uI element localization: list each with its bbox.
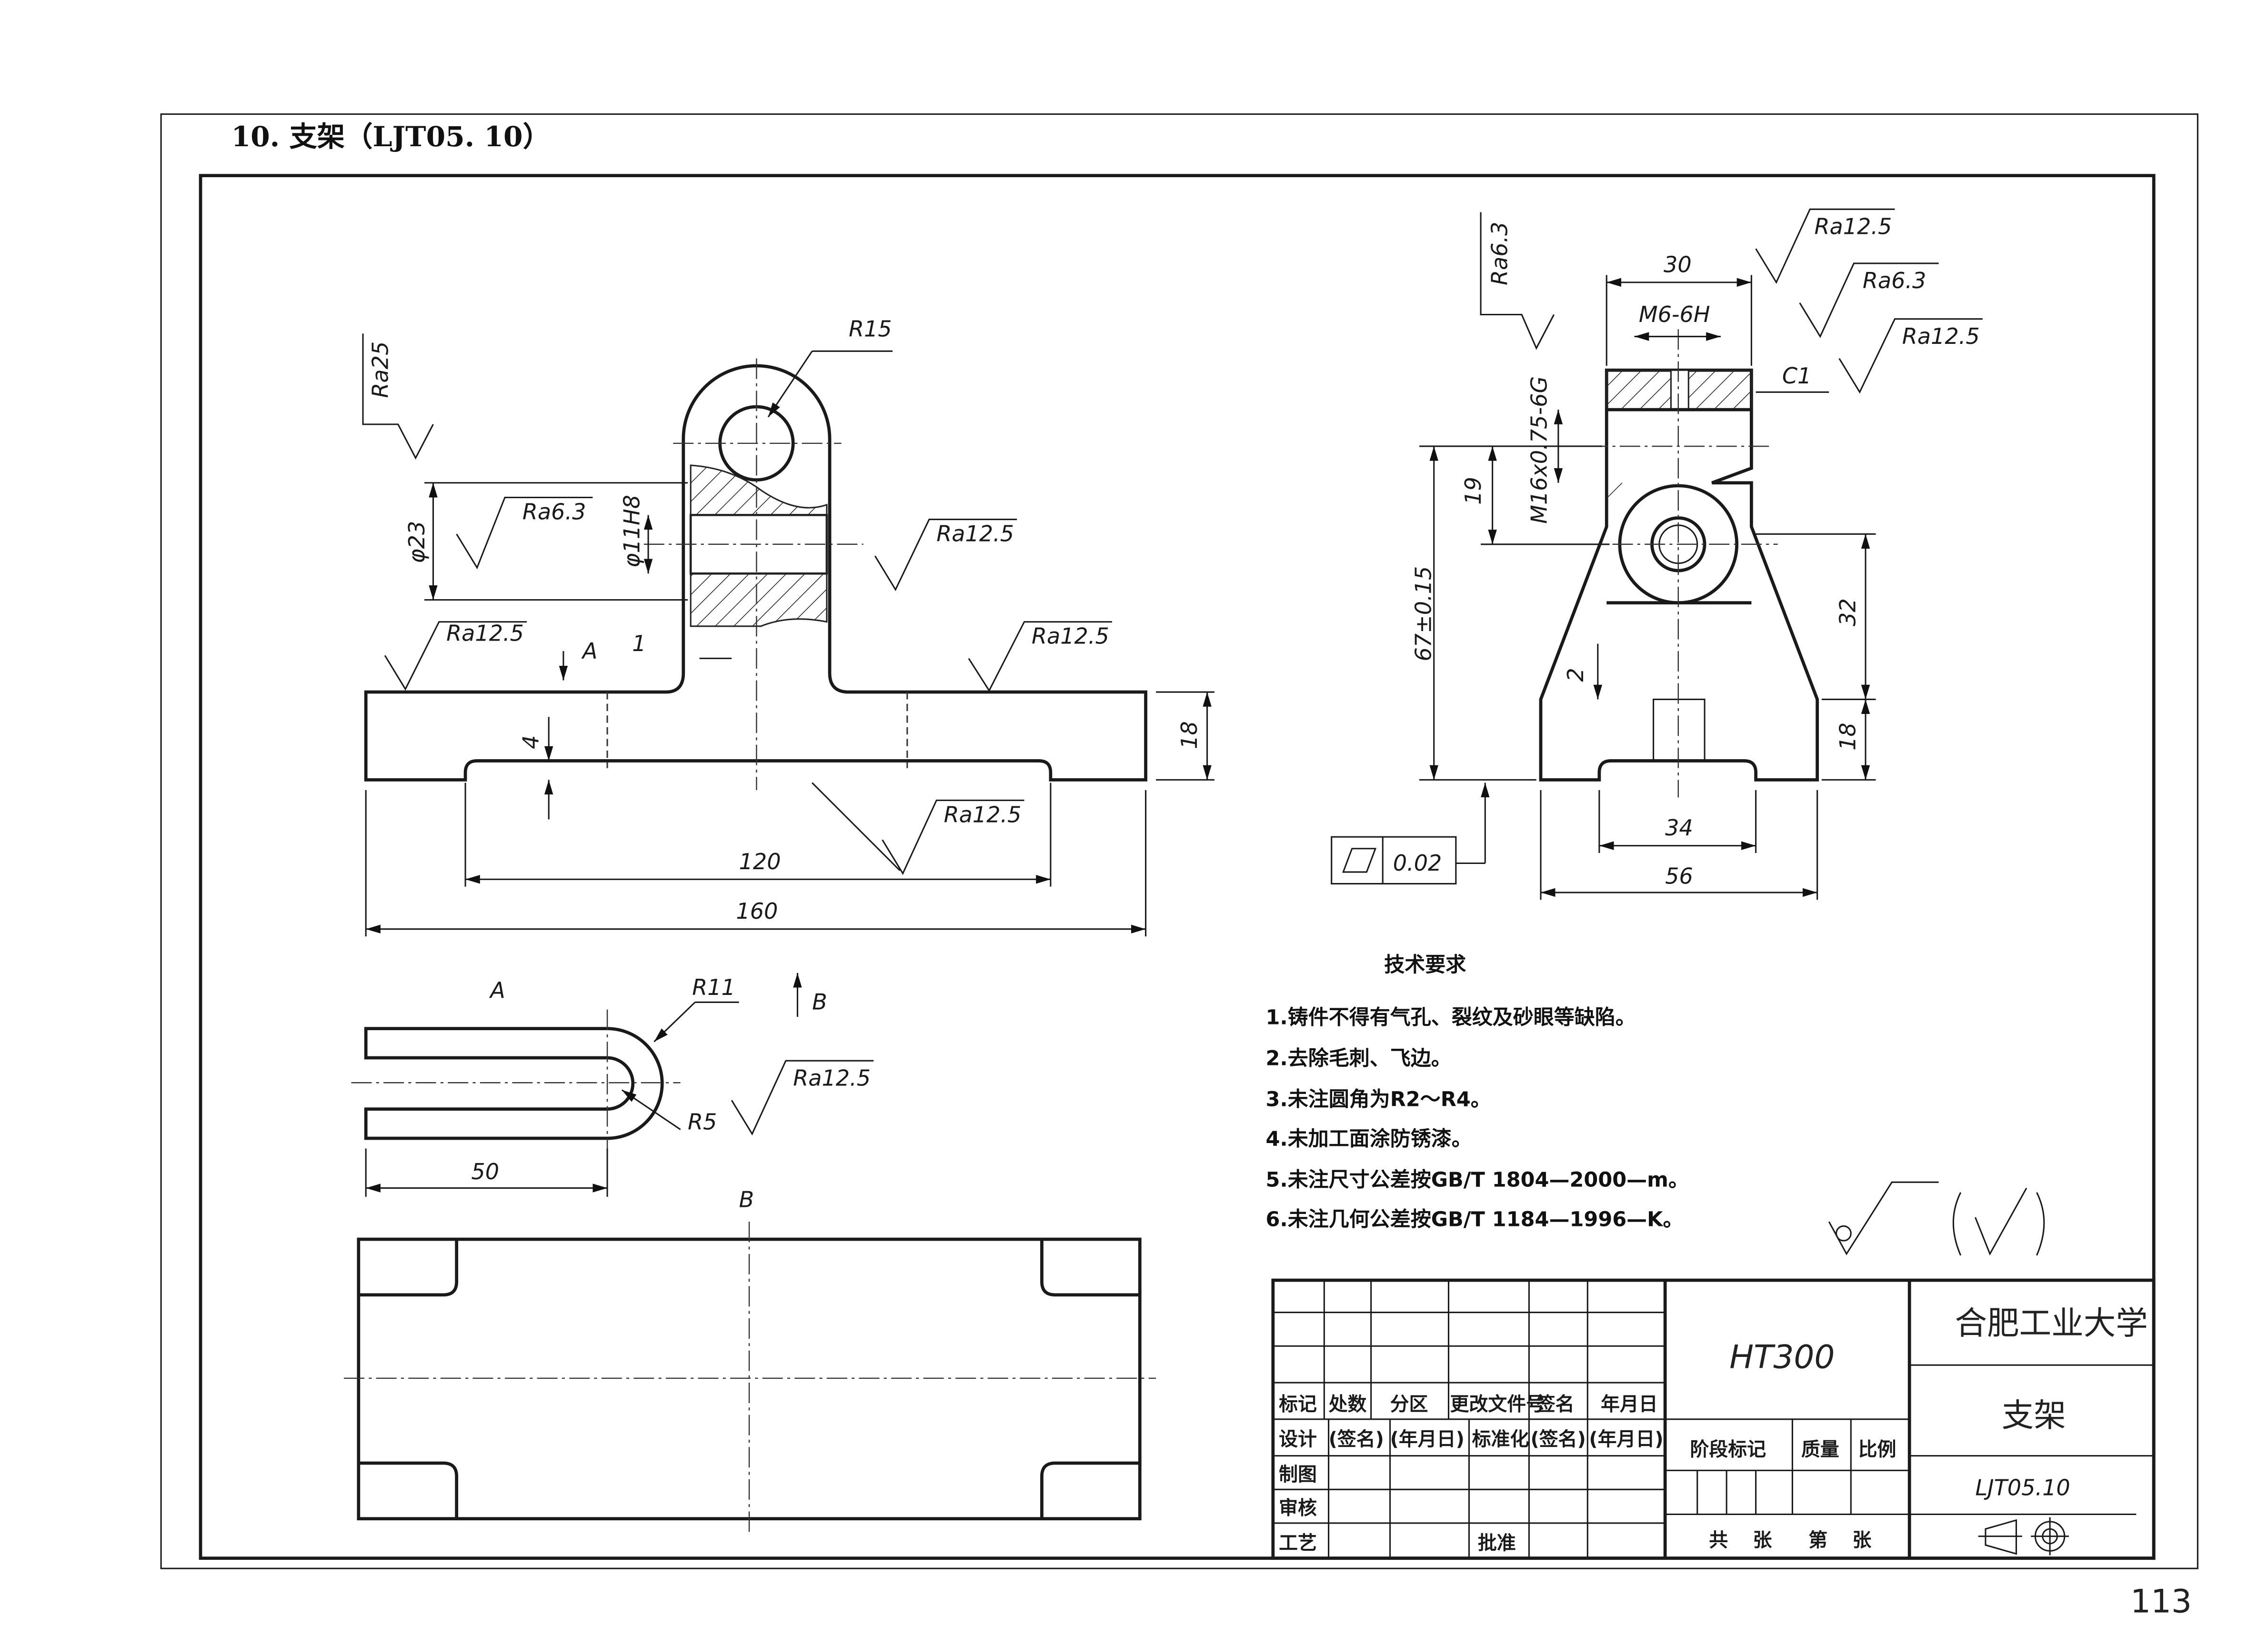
dim-2: 2 <box>1563 668 1588 682</box>
ra125-top-right-label: Ra12.5 <box>1032 623 1109 649</box>
ra63-label: Ra6.3 <box>522 499 586 525</box>
mass-label: 质量 <box>1801 1439 1839 1461</box>
std-date: (年月日) <box>1589 1428 1663 1450</box>
side-view: 0.02 Ra6.3 30 Ra12.5 Ra6.3 M6-6H Ra12.5 … <box>1331 208 1983 900</box>
std-signature: (签名) <box>1531 1428 1586 1450</box>
sheets-unit-label: 张 <box>1753 1529 1772 1551</box>
view-b: B <box>344 1186 1156 1534</box>
view-a: A R11 R5 Ra12.5 50 B <box>351 973 874 1197</box>
dim-30: 30 <box>1664 251 1692 277</box>
flatness-frame <box>1331 836 1457 885</box>
dim-19: 19 <box>1460 477 1486 505</box>
approved-label: 批准 <box>1478 1532 1516 1554</box>
dim-r11: R11 <box>692 974 735 1000</box>
standardization-label: 标准化 <box>1472 1428 1529 1450</box>
tech-requirements: 技术要求 1.铸件不得有气孔、裂纹及砂眼等缺陷。 2.去除毛刺、飞边。 3.未注… <box>1265 953 1689 1232</box>
first-angle-projection-icon <box>1978 1517 2069 1556</box>
ra125-view-a-label: Ra12.5 <box>793 1065 871 1091</box>
ra125-bottom-label: Ra12.5 <box>944 802 1022 827</box>
dim-56: 56 <box>1665 863 1693 889</box>
dim-r15: R15 <box>849 316 892 342</box>
material: HT300 <box>1729 1338 1835 1375</box>
sheet-no-label: 第 <box>1808 1529 1827 1551</box>
ra125-left-label: Ra12.5 <box>446 621 524 646</box>
ra125-1-label: Ra12.5 <box>1814 214 1892 240</box>
tech-req-item: 6.未注几何公差按GB/T 1184—1996—K。 <box>1265 1207 1683 1231</box>
design-signature: (签名) <box>1329 1428 1384 1450</box>
scale-label: 比例 <box>1858 1439 1897 1461</box>
dim-34: 34 <box>1665 815 1693 841</box>
dim-67: 67±0.15 <box>1411 566 1436 662</box>
view-b-arrow-label: B <box>812 989 827 1015</box>
header-signature: 签名 <box>1536 1393 1575 1415</box>
school-name: 合肥工业大学 <box>1955 1305 2148 1342</box>
header-change-doc: 更改文件号 <box>1450 1393 1545 1415</box>
header-zone: 分区 <box>1390 1393 1428 1415</box>
process-label: 工艺 <box>1279 1532 1317 1554</box>
section-a-label: A <box>581 638 598 663</box>
dim-18: 18 <box>1176 721 1202 749</box>
dim-phi23: φ23 <box>404 521 430 563</box>
drawing-number: LJT05.10 <box>1975 1475 2070 1501</box>
ra125-2-label: Ra12.5 <box>1902 323 1980 349</box>
checked-label: 审核 <box>1279 1497 1317 1519</box>
dim-32: 32 <box>1835 598 1860 626</box>
dim-18-side: 18 <box>1835 723 1860 751</box>
dim-m6: M6-6H <box>1639 301 1710 327</box>
dim-phi11h8: φ11H8 <box>619 495 645 568</box>
sheet-unit-label: 张 <box>1852 1529 1871 1551</box>
dim-50: 50 <box>471 1159 499 1184</box>
ra125-right-label: Ra12.5 <box>936 521 1014 547</box>
outer-frame <box>160 113 2198 1569</box>
header-count: 处数 <box>1329 1393 1367 1415</box>
dim-m16: M16x0.75-6G <box>1526 376 1552 524</box>
design-date: (年月日) <box>1390 1428 1465 1450</box>
part-name: 支架 <box>2002 1396 2066 1434</box>
ra63-right-label: Ra6.3 <box>1863 268 1927 293</box>
ra25-label: Ra25 <box>367 341 393 398</box>
header-mark: 标记 <box>1279 1393 1317 1415</box>
tech-req-item: 1.铸件不得有气孔、裂纹及砂眼等缺陷。 <box>1265 1005 1636 1029</box>
flatness-value: 0.02 <box>1393 850 1442 876</box>
page-title: 10. 支架（LJT05. 10） <box>231 120 551 153</box>
dim-1: 1 <box>632 631 646 656</box>
general-roughness-symbol-icon <box>1828 1181 2045 1256</box>
dim-160: 160 <box>736 898 778 924</box>
tech-req-heading: 技术要求 <box>1384 953 1466 977</box>
ra63-left-label: Ra6.3 <box>1486 221 1512 285</box>
drawn-label: 制图 <box>1279 1464 1317 1485</box>
tech-req-item: 5.未注尺寸公差按GB/T 1804—2000—m。 <box>1265 1168 1689 1192</box>
design-label: 设计 <box>1279 1428 1317 1450</box>
stage-mark-label: 阶段标记 <box>1690 1439 1766 1461</box>
dim-120: 120 <box>739 849 781 874</box>
border-frame <box>199 174 2156 1560</box>
sheets-total-label: 共 <box>1709 1529 1728 1551</box>
tech-req-item: 2.去除毛刺、飞边。 <box>1265 1046 1451 1070</box>
tech-req-item: 4.未加工面涂防锈漆。 <box>1265 1127 1472 1151</box>
view-a-label: A <box>489 977 505 1003</box>
page-number: 113 <box>2130 1582 2192 1620</box>
view-b-label: B <box>739 1186 754 1212</box>
header-date: 年月日 <box>1601 1393 1658 1415</box>
dim-r5: R5 <box>688 1109 717 1135</box>
front-view: R15 Ra25 φ23 Ra6.3 φ11H8 Ra12.5 Ra12.5 R… <box>362 316 1214 937</box>
dim-4: 4 <box>518 735 544 749</box>
flatness-icon <box>1342 848 1377 873</box>
tech-req-item: 3.未注圆角为R2～R4。 <box>1265 1087 1491 1111</box>
chamfer-c1: C1 <box>1782 363 1812 389</box>
title-block: 标记 处数 分区 更改文件号 签名 年月日 设计 (签名) (年月日) 标准化 … <box>1271 1278 2156 1560</box>
